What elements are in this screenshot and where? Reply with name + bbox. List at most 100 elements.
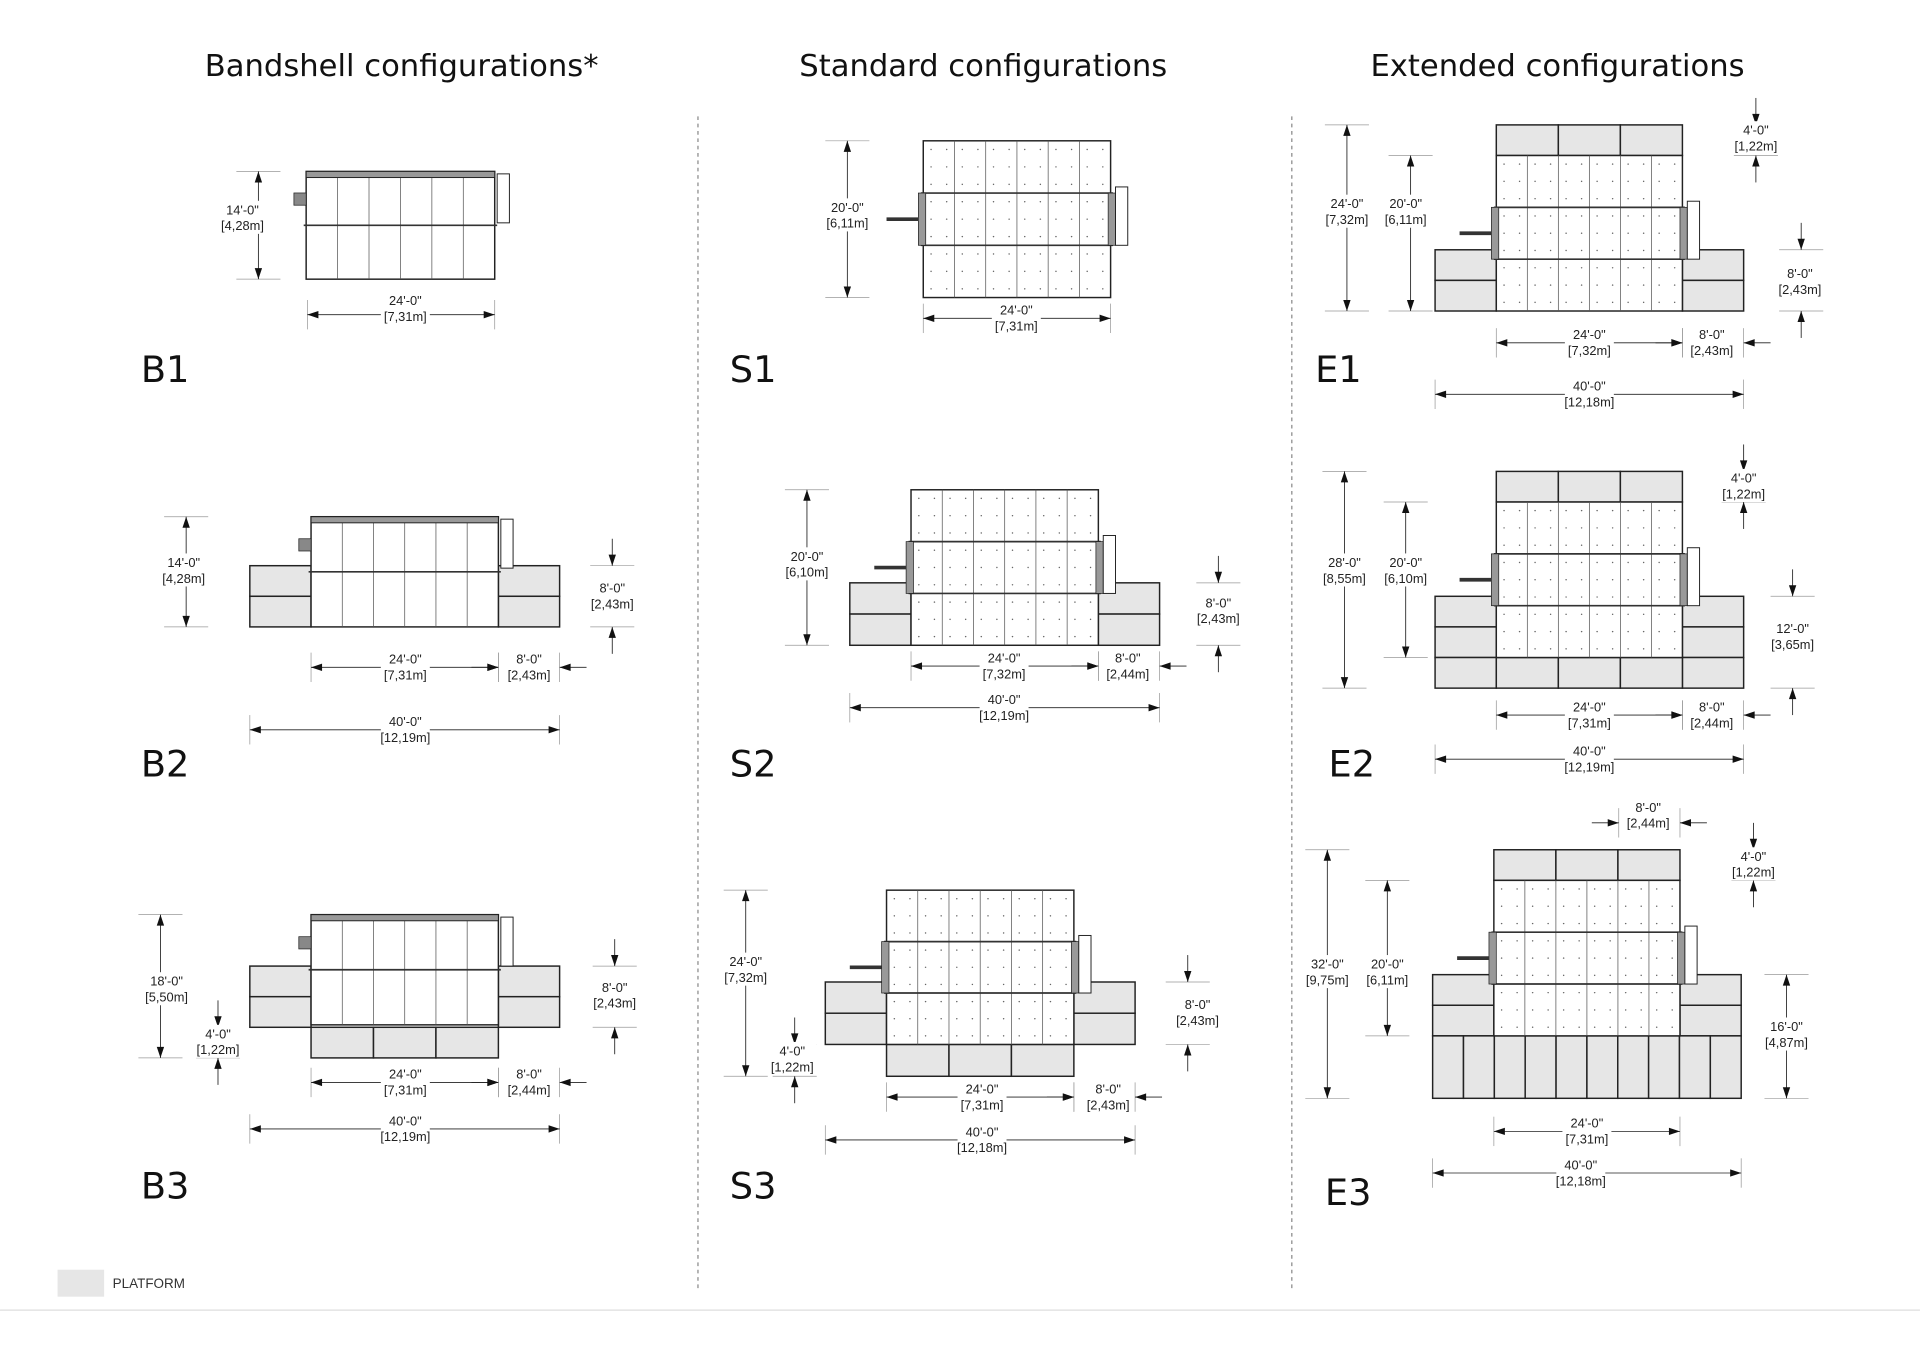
deck-dot: [1609, 888, 1611, 890]
deck-dot: [1516, 1026, 1518, 1028]
deck-dot: [1549, 579, 1552, 581]
deck-dot: [1534, 544, 1536, 546]
deck-dot: [1609, 974, 1611, 977]
arrowhead-icon: [1732, 390, 1744, 398]
arrowhead-icon: [156, 1046, 165, 1058]
deck-dot: [1018, 949, 1020, 951]
stage: [1457, 879, 1698, 1037]
deck-dot: [987, 983, 989, 986]
deck-dot: [1503, 301, 1505, 304]
deck-dot: [1102, 253, 1104, 255]
deck-dot: [980, 584, 983, 586]
deck-dot: [949, 618, 951, 621]
deck-dot: [1516, 922, 1518, 925]
deck-dot: [987, 1000, 989, 1003]
deck-dot: [1658, 561, 1660, 564]
arrowhead-icon: [1062, 1093, 1074, 1101]
platform-group: [1431, 1035, 1742, 1100]
dimension-feet: 40'-0": [389, 714, 422, 729]
deck-dot: [1640, 888, 1642, 890]
deck-dot: [1070, 253, 1073, 255]
deck-dot: [1642, 527, 1645, 529]
side-tower: [1679, 553, 1688, 607]
configuration-label: E1: [1315, 348, 1362, 391]
dimension-label-bg: [159, 553, 209, 587]
deck-dot: [1658, 215, 1660, 217]
deck-dot: [1642, 579, 1645, 581]
dimension-0: 28'-0"[8,55m]: [1319, 471, 1369, 689]
side-tower: [905, 541, 914, 594]
deck-dot: [1642, 284, 1645, 286]
dimension-label-bg: [979, 690, 1029, 724]
deck-dot: [930, 183, 932, 186]
deck-dot: [977, 218, 979, 220]
deck-dot: [909, 898, 911, 900]
platform: [435, 1026, 500, 1059]
deck-dot: [1008, 235, 1010, 238]
dimension-label-bg: [1564, 377, 1614, 411]
deck-dot: [1534, 579, 1536, 581]
deck-dot: [1042, 532, 1045, 534]
dimension-label-bg: [1556, 1155, 1606, 1189]
deck-dot: [1065, 1035, 1067, 1037]
deck-dot: [949, 635, 951, 638]
dimension-6: 40'-0"[12,18m]: [1432, 1155, 1742, 1189]
dimension-label-bg: [1381, 194, 1431, 228]
dimension-feet: 12'-0": [1776, 621, 1809, 636]
deck-dot: [1049, 915, 1052, 917]
platform: [1434, 656, 1498, 689]
platform-group: [1073, 981, 1136, 1046]
deck-dot: [961, 201, 964, 203]
configuration-b2: 14'-0"[4,28m]8'-0"[2,43m]24'-0"[7,31m]8'…: [141, 515, 637, 785]
deck-dot: [893, 1035, 896, 1037]
deck-dot: [1565, 544, 1567, 546]
deck-dot: [1049, 983, 1052, 986]
deck-dot: [1642, 544, 1645, 546]
dimension-label-bg: [1302, 955, 1352, 989]
deck-dot: [1500, 940, 1503, 942]
deck-dot: [940, 898, 942, 900]
platform: [497, 564, 561, 598]
platform: [1493, 849, 1557, 882]
deck-dot: [940, 1017, 942, 1020]
dimension-label-bg: [1728, 847, 1778, 881]
deck-dot: [1034, 966, 1036, 969]
deck-dot: [1611, 163, 1614, 165]
deck-dot: [924, 898, 927, 900]
configuration-label: E3: [1325, 1171, 1372, 1214]
deck-dot: [1578, 905, 1580, 908]
dimension-5: 24'-0"[7,31m]: [1493, 1114, 1681, 1148]
deck-dot: [1593, 1009, 1596, 1011]
deck-dot: [971, 983, 974, 986]
deck-dot: [1642, 596, 1645, 598]
dimension-meters: [7,31m]: [1565, 1132, 1608, 1147]
deck-dot: [1002, 915, 1005, 917]
dimension-5: 40'-0"[12,18m]: [824, 1122, 1136, 1156]
deck-dot: [1055, 288, 1057, 290]
deck-dot: [996, 514, 998, 517]
configuration-label: B3: [141, 1165, 190, 1208]
deck-dot: [909, 1017, 911, 1020]
dimension-5: 40'-0"[12,19m]: [249, 1111, 560, 1145]
platform-group: [1431, 973, 1495, 1037]
arrowhead-icon: [1148, 704, 1160, 712]
deck-dot: [1611, 630, 1614, 633]
roof-truss: [305, 170, 496, 179]
deck-dot: [1593, 991, 1596, 994]
arrowhead-icon: [803, 634, 811, 646]
dimension-6: 40'-0"[12,19m]: [1434, 742, 1745, 776]
deck-dot: [1500, 1026, 1503, 1028]
arrowhead-icon: [311, 1078, 323, 1087]
dimension-label-bg: [991, 301, 1041, 335]
deck-dot: [918, 566, 920, 569]
deck-dot: [1042, 514, 1045, 517]
configuration-label: E2: [1329, 742, 1376, 785]
platform: [1586, 1035, 1619, 1100]
dimension-meters: [12,19m]: [1564, 759, 1614, 774]
platform-group: [249, 564, 312, 628]
deck-dot: [1089, 601, 1092, 603]
dimension-feet: 40'-0": [1573, 379, 1606, 394]
deck-dot: [1565, 561, 1567, 564]
deck-dot: [1055, 148, 1057, 151]
deck-dot: [1609, 922, 1611, 925]
